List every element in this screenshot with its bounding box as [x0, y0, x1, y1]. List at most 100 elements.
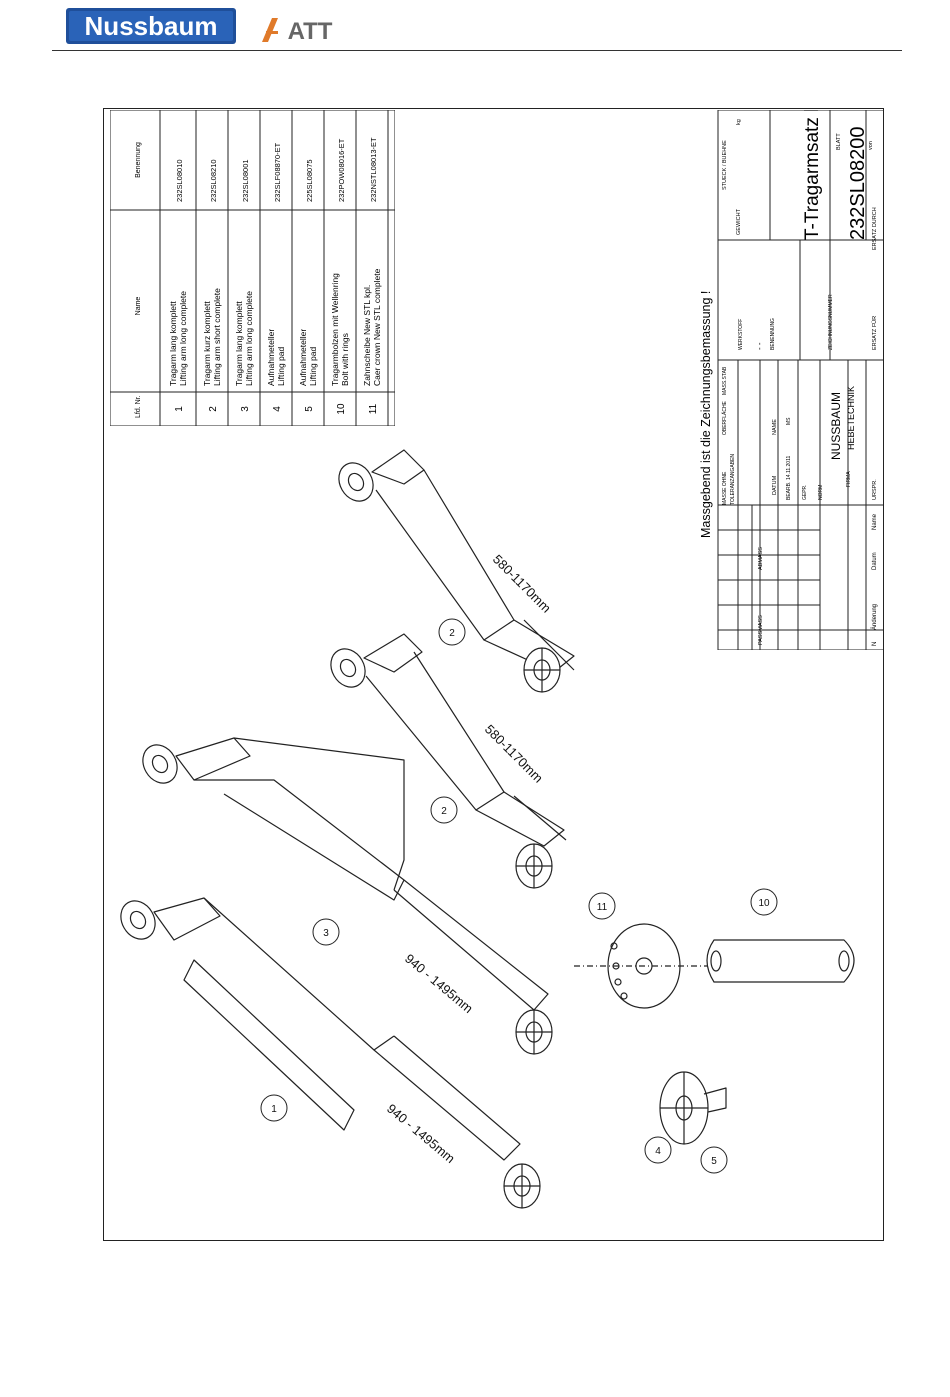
table-row: 4 Aufnahmeteller Lifting pad 232SLF08870… [266, 142, 286, 411]
svg-text:FIRMA: FIRMA [846, 471, 852, 487]
balloon: 1 [260, 1094, 288, 1122]
table-row: 3 Tragarm lang komplett Lifting arm long… [234, 159, 254, 411]
balloon: 3 [312, 918, 340, 946]
svg-text:MASS.STAB: MASS.STAB [722, 366, 728, 395]
svg-text:ZEICHNUNGSNUMMER: ZEICHNUNGSNUMMER [828, 294, 834, 350]
table-row: 11 Zahnscheibe New STL kpl. Caer crown N… [362, 137, 382, 414]
svg-text:DATUM: DATUM [772, 475, 778, 495]
drawing-frame [103, 108, 884, 1241]
svg-text:1: 1 [271, 1104, 277, 1115]
svg-text:NAME: NAME [772, 419, 778, 435]
svg-text:232SL08010: 232SL08010 [175, 159, 184, 202]
svg-text:232SLF08870-ET: 232SLF08870-ET [273, 142, 282, 202]
svg-text:MASSE OHNE: MASSE OHNE [722, 471, 728, 505]
svg-text:5: 5 [711, 1156, 717, 1167]
svg-text:1: 1 [174, 406, 185, 412]
svg-text:Datum: Datum [872, 552, 878, 570]
svg-text:von: von [868, 141, 874, 150]
svg-text:232SL08210: 232SL08210 [209, 159, 218, 202]
svg-text:Lifting arm short complete: Lifting arm short complete [212, 288, 222, 386]
svg-text:10: 10 [758, 898, 770, 909]
svg-text:PASSMASS: PASSMASS [758, 615, 764, 645]
header-divider [52, 50, 902, 51]
header-pos: Lfd. Nr. [135, 395, 142, 418]
svg-text:TOLERANZANGABEN: TOLERANZANGABEN [730, 454, 736, 505]
svg-text:11: 11 [597, 902, 608, 913]
drawing-title: T-Tragarmsatz komplett [802, 110, 823, 240]
svg-text:232NSTL08013-ET: 232NSTL08013-ET [369, 137, 378, 202]
exploded-drawing: 580-1170mm 580-1170mm 940 - 1495mm 940 -… [120, 449, 855, 1209]
svg-text:225SL08075: 225SL08075 [305, 159, 314, 202]
svg-text:MS: MS [786, 417, 792, 425]
table-row: 1 Tragarm lang komplett Lifting arm long… [168, 159, 188, 411]
svg-text:5: 5 [304, 406, 315, 412]
drawing-note: Massgebend ist die Zeichnungsbemassung ! [699, 291, 713, 538]
svg-text:14.11.2011: 14.11.2011 [786, 455, 792, 480]
parts-table: Lfd. Nr. Name Benennung 1 Tragarm lang k… [110, 110, 395, 426]
table-row: 10 Tragarmbolzen mit Wellenring Bolt wit… [330, 138, 350, 414]
svg-text:BLATT: BLATT [836, 133, 842, 150]
title-block: Massgebend ist die Zeichnungsbemassung !… [699, 110, 884, 650]
balloon: 4 [644, 1136, 672, 1164]
svg-text:Tragarm lang komplett: Tragarm lang komplett [168, 301, 178, 386]
brand-text: Nussbaum [85, 11, 218, 41]
lifting-arm-long-1 [120, 897, 541, 1209]
svg-text:3: 3 [240, 406, 251, 412]
svg-text:11: 11 [368, 403, 379, 414]
svg-text:ERSATZ FÜR: ERSATZ FÜR [871, 316, 878, 350]
table-row: 2 Tragarm kurz komplett Lifting arm shor… [202, 159, 222, 411]
table-row: 5 Aufnahmeteller Lifting pad 225SL08075 [298, 159, 318, 411]
svg-text:URSPR.: URSPR. [872, 479, 878, 500]
svg-text:OBERFLÄCHE: OBERFLÄCHE [721, 400, 728, 435]
svg-text:GEWICHT: GEWICHT [736, 208, 742, 235]
svg-text:Zahnscheibe New STL kpl.: Zahnscheibe New STL kpl. [362, 285, 372, 386]
svg-text:Tragarm lang komplett: Tragarm lang komplett [234, 301, 244, 386]
dimension-long-arm-3: 940 - 1495mm [402, 951, 476, 1016]
drawing-number: 232SL08200 [847, 127, 869, 240]
svg-text:kg: kg [736, 119, 742, 125]
nussbaum-logo: Nussbaum [66, 8, 236, 44]
svg-text:2: 2 [208, 406, 219, 412]
svg-text:10: 10 [336, 403, 347, 415]
dimension-short-arm-upper: 580-1170mm [490, 552, 554, 616]
svg-text:- -: - - [755, 342, 764, 350]
svg-text:Lifting pad: Lifting pad [308, 347, 318, 386]
svg-text:Aufnahmeteller: Aufnahmeteller [266, 329, 276, 386]
svg-text:2: 2 [449, 628, 455, 639]
lifting-arm-short-upper [338, 449, 575, 693]
svg-text:4: 4 [272, 406, 283, 412]
svg-text:Tragarmbolzen mit Wellenring: Tragarmbolzen mit Wellenring [330, 273, 340, 386]
svg-text:Tragarm kurz komplett: Tragarm kurz komplett [202, 301, 212, 386]
svg-text:Aufnahmeteller: Aufnahmeteller [298, 329, 308, 386]
svg-text:232POW08016-ET: 232POW08016-ET [337, 138, 346, 202]
balloon: 10 [750, 888, 778, 916]
header-name: Name [135, 297, 142, 316]
company-name: NUSSBAUM [829, 392, 843, 460]
svg-text:Lifting pad: Lifting pad [276, 347, 286, 386]
balloon: 5 [700, 1146, 728, 1174]
header-designation: Benennung [135, 142, 142, 178]
svg-text:ERSATZ DURCH: ERSATZ DURCH [872, 207, 878, 250]
lifting-arm-short-lower [330, 633, 567, 889]
svg-text:WERKSTOFF: WERKSTOFF [738, 319, 744, 350]
svg-text:BENENNUNG: BENENNUNG [770, 318, 776, 350]
svg-text:3: 3 [323, 928, 329, 939]
gear-crown-part-11 [574, 923, 824, 1009]
svg-text:Name: Name [872, 513, 878, 530]
svg-text:Änderung: Änderung [871, 604, 878, 630]
svg-text:HEBETECHNIK: HEBETECHNIK [846, 386, 856, 450]
att-logo: ATT [262, 18, 333, 44]
svg-text:STUECK / BUEHNE: STUECK / BUEHNE [722, 140, 728, 190]
bolt-part-10 [706, 939, 855, 983]
svg-text:GEPR.: GEPR. [802, 484, 808, 500]
partner-brand-text: ATT [288, 18, 333, 44]
svg-text:Bolt with rings: Bolt with rings [340, 333, 350, 386]
lifting-arm-long-3 [142, 737, 553, 1055]
balloon: 11 [588, 892, 616, 920]
svg-text:ABMASS: ABMASS [758, 547, 764, 570]
svg-text:Lifting arm long complete: Lifting arm long complete [178, 291, 188, 386]
svg-text:Lifting arm long complete: Lifting arm long complete [244, 291, 254, 386]
lifting-pad-part-4-5 [659, 1071, 727, 1145]
balloon: 2 [430, 796, 458, 824]
svg-text:4: 4 [655, 1146, 661, 1157]
